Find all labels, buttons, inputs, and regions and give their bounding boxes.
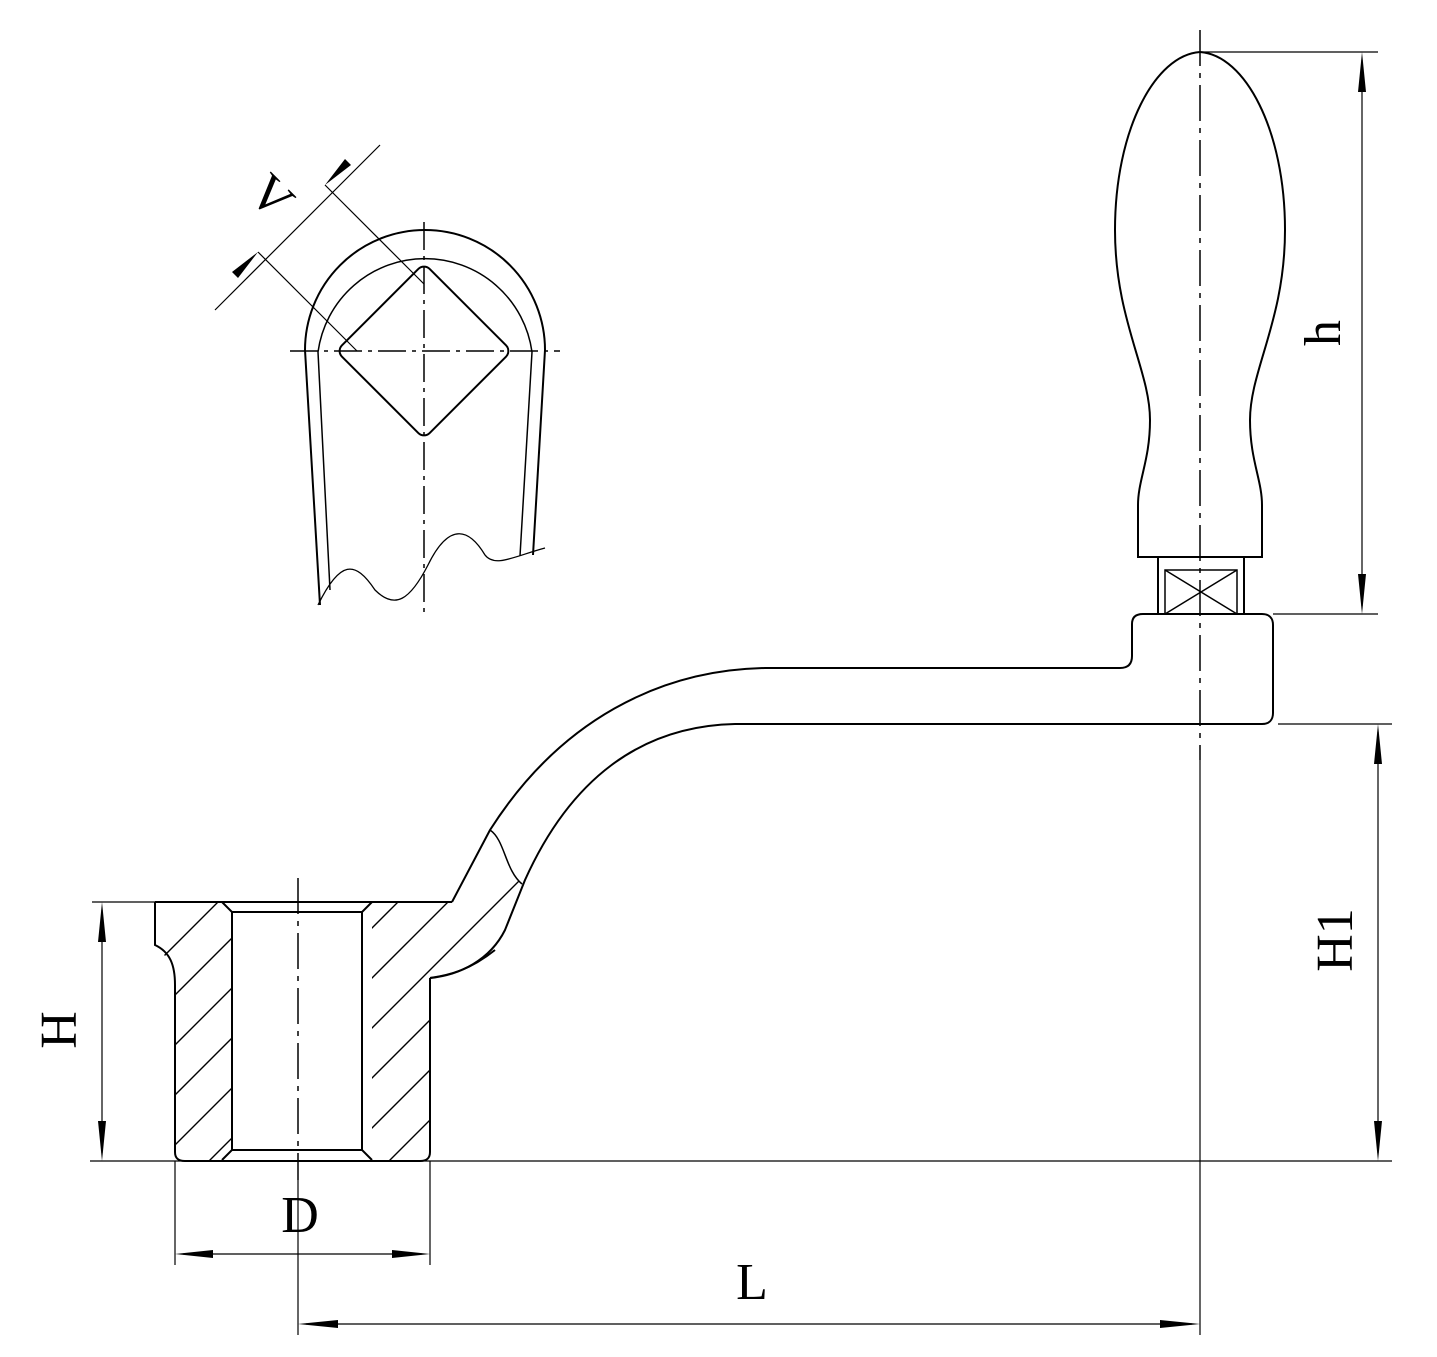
arm-hub-joint bbox=[429, 949, 496, 979]
v-dimension-line bbox=[214, 144, 381, 311]
label-d: D bbox=[281, 1187, 319, 1244]
h1-arrow-bottom bbox=[1374, 1121, 1382, 1161]
hatch-left bbox=[155, 902, 232, 1160]
h-arrow-bottom bbox=[1358, 574, 1366, 614]
v-arrow-2 bbox=[325, 159, 351, 185]
d-arrow-left bbox=[175, 1250, 213, 1258]
detail-inner-outline bbox=[317, 257, 533, 591]
hub-height-arrow-bottom bbox=[98, 1121, 106, 1161]
square-hole-detail bbox=[214, 144, 560, 612]
square-hole bbox=[338, 265, 510, 437]
hub-left-wall bbox=[154, 902, 431, 1162]
v-arrow-1 bbox=[232, 252, 258, 278]
d-arrow-right bbox=[392, 1250, 430, 1258]
hub-section bbox=[154, 901, 496, 1162]
l-arrow-right bbox=[1160, 1320, 1200, 1328]
label-h1: H1 bbox=[1307, 908, 1364, 972]
l-arrow-left bbox=[298, 1320, 338, 1328]
h1-arrow-top bbox=[1374, 724, 1382, 764]
label-l: L bbox=[736, 1254, 768, 1311]
hub-height-arrow-top bbox=[98, 902, 106, 942]
label-h-knob: h bbox=[1295, 320, 1352, 346]
h-arrow-top bbox=[1358, 52, 1366, 92]
hub-bore bbox=[221, 901, 373, 1161]
knob-stem bbox=[1157, 556, 1245, 615]
hatch-right bbox=[372, 860, 522, 1160]
dimensions bbox=[90, 51, 1392, 1335]
detail-break-line bbox=[317, 533, 546, 606]
arm-top-edge bbox=[429, 613, 1274, 979]
crank-arm bbox=[429, 613, 1274, 979]
label-v: V bbox=[238, 163, 305, 230]
detail-outer-outline bbox=[303, 229, 547, 606]
knob-stem-cross bbox=[1164, 569, 1238, 615]
arm-section-break bbox=[489, 829, 523, 885]
v-extension-line-2 bbox=[257, 251, 358, 352]
v-extension-line-1 bbox=[324, 184, 425, 285]
label-hub-height: H bbox=[31, 1011, 88, 1049]
